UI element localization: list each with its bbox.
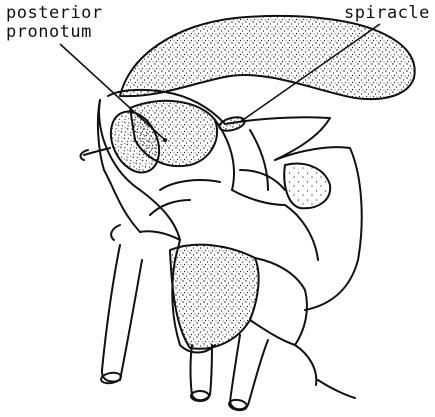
wing [120,16,415,99]
label-posterior: posterior [6,4,103,23]
label-spiracle: spiracle [344,4,430,23]
side-patch [284,164,330,209]
lower-plate [170,245,259,349]
label-pronotum: pronotum [6,23,92,42]
leg-right [230,335,268,409]
leg-left [102,245,142,382]
